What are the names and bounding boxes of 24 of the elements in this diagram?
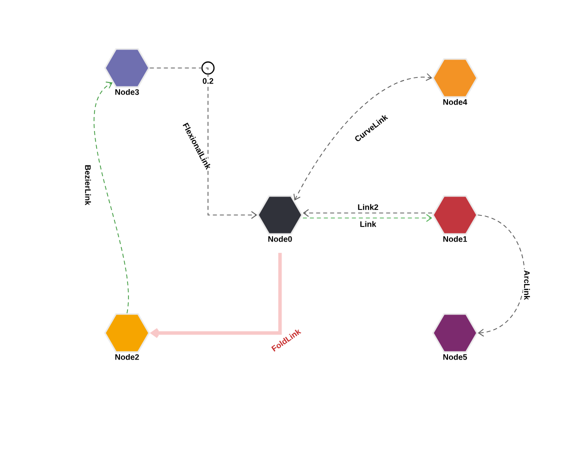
arrow [302,214,432,222]
node-label: Node4 [443,99,468,105]
node-label: Node1 [443,236,467,242]
node-label: Node0 [268,236,292,242]
value-label: 0.2 [201,77,215,85]
arrow [302,209,433,217]
hexagon-node: Node1 [432,195,478,242]
node-label: Node5 [443,354,467,360]
edge-label: Link2 [356,203,380,211]
hexagon-node: Node0 [257,195,303,242]
hexagon-node: Node2 [104,313,150,360]
arrow [477,214,525,337]
hexagon-node: Node4 [432,58,478,105]
node-label: Node2 [115,354,139,360]
arrow [150,252,282,338]
hexagon-node: Node5 [432,313,478,360]
hexagon-node: Node3 [104,48,150,95]
edge-label: BezierLink [84,164,92,206]
edge-label: ArcLink [523,269,531,301]
arrow [149,68,258,219]
edge-label: Link [358,220,378,228]
arrow [294,73,432,200]
arrow [94,82,129,314]
node-label: Node3 [115,89,139,95]
